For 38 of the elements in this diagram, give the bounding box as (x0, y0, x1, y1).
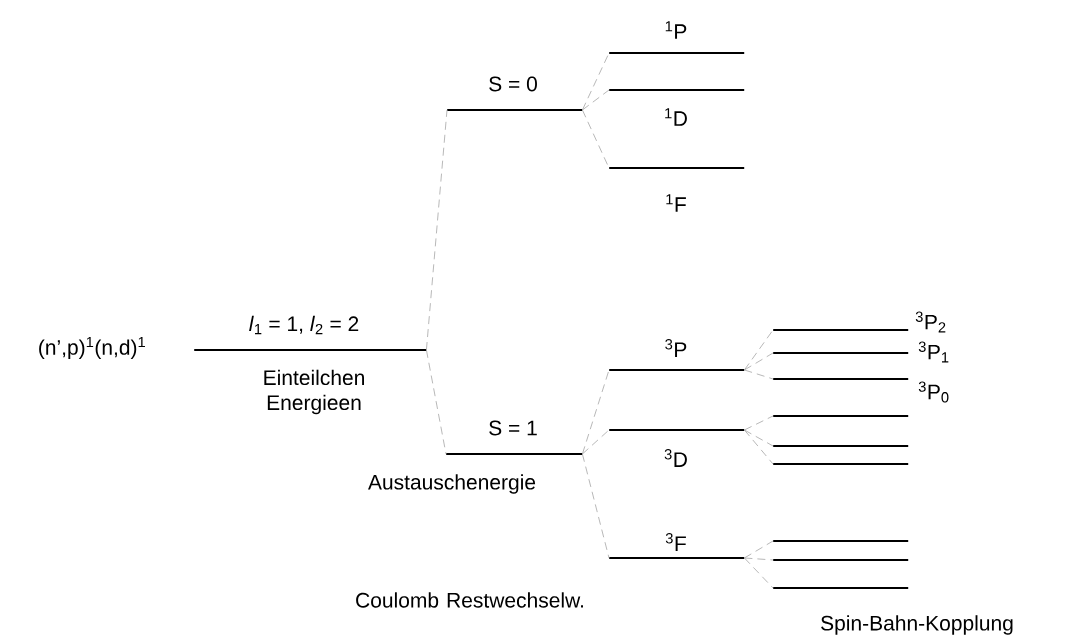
level-label: l$_{1}$ = 1, l$_{2}$ = 2 (249, 315, 359, 335)
energy-level (773, 462, 909, 466)
column-label: Spin-Bahn-Kopplung (821, 615, 1013, 635)
dashed-line (744, 429, 774, 465)
dashed-line (744, 540, 774, 559)
level-label: $^{3}$P (665, 339, 687, 357)
energy-level (773, 444, 909, 448)
energy-level (773, 558, 909, 562)
dashed-line (426, 349, 447, 455)
energy-level (773, 539, 909, 543)
column-label: Coulomb Restwechselw. (356, 592, 584, 608)
dashed-line (582, 453, 610, 559)
dashed-line (744, 557, 774, 561)
column-label: Austauschenergie (368, 474, 536, 494)
level-label: (n’,p)$^{1}$(n,d)$^{1}$ (39, 337, 145, 359)
dashed-line (744, 415, 774, 431)
dashed-line (426, 109, 448, 351)
dashed-line (582, 89, 610, 111)
energy-level (773, 586, 909, 590)
dashed-line (744, 429, 774, 447)
level-label: $^{1}$D (665, 108, 687, 126)
level-label: S = 1 (489, 420, 537, 436)
level-label: $^{3}$P$_{2}$ (915, 311, 946, 333)
level-label: $^{1}$F (666, 194, 686, 212)
dashed-line (582, 369, 610, 455)
level-label: $^{1}$P (665, 21, 687, 39)
level-label: $^{3}$P$_{1}$ (918, 341, 949, 363)
dashed-line (582, 429, 610, 455)
level-label: $^{3}$F (665, 533, 686, 551)
dashed-line (744, 352, 774, 371)
dashed-line (744, 329, 774, 371)
column-label: Einteilchen Energieen (264, 369, 364, 415)
dashed-line (744, 369, 774, 380)
level-label: S = 0 (489, 76, 537, 92)
level-label: $^{3}$P$_{0}$ (918, 381, 949, 403)
level-label: $^{3}$D (664, 449, 687, 467)
energy-level (773, 414, 909, 418)
dashed-line (744, 557, 774, 589)
